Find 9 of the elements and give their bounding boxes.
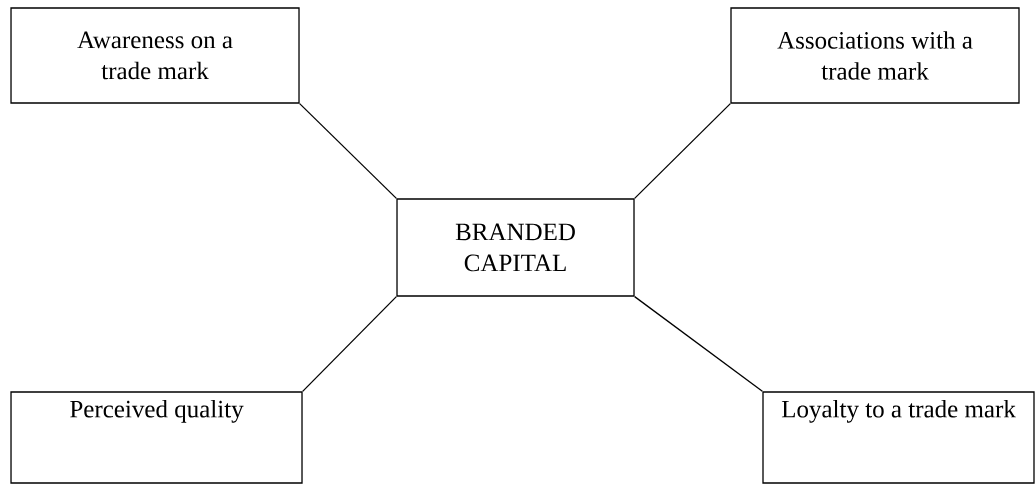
connector-line — [634, 296, 763, 392]
connector-line — [634, 103, 731, 199]
text-box: Awareness on a trade mark — [10, 7, 300, 104]
text-box: Associations with a trade mark — [730, 7, 1020, 104]
text-box: Loyalty to a trade mark — [762, 391, 1035, 484]
text-box: Perceived quality — [10, 391, 303, 484]
text-box: BRANDED CAPITAL — [396, 198, 635, 297]
connector-line — [299, 103, 397, 199]
connector-line — [302, 296, 397, 392]
